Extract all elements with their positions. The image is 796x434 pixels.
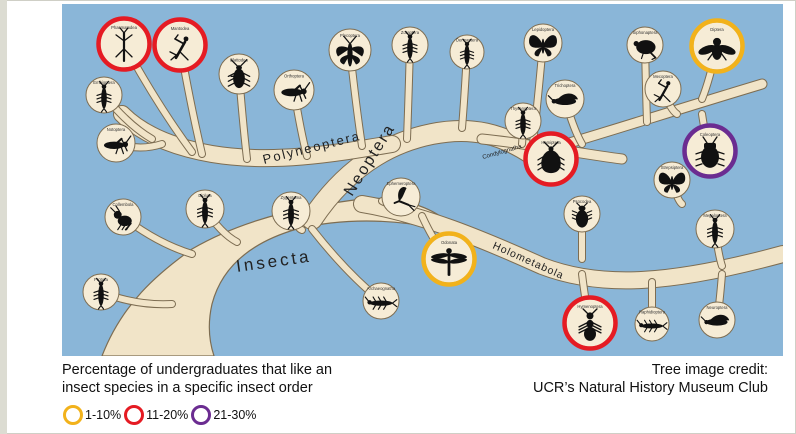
order-label: Siphonaptera	[633, 30, 659, 35]
legend-ring-icon	[124, 405, 144, 425]
order-node-protura: Protura	[83, 274, 119, 310]
order-label: Odonata	[441, 240, 458, 245]
order-node-phasmatodea: Phasmatodea	[99, 19, 150, 70]
legend-item-1-10: 1-10%	[63, 405, 121, 425]
order-label: Diptera	[710, 27, 724, 32]
order-node-hemiptera: Hemiptera	[526, 134, 577, 185]
order-label: Phasmatodea	[111, 25, 138, 30]
order-label: Diplura	[198, 193, 212, 198]
order-node-embioptera: Embioptera	[86, 77, 122, 113]
order-node-hymenoptera: Hymenoptera	[565, 298, 616, 349]
left-edge-stripe	[0, 0, 7, 434]
order-node-neuroptera: Neuroptera	[699, 302, 735, 338]
legend-item-21-30: 21-30%	[191, 405, 256, 425]
order-node-diptera: Diptera	[692, 21, 743, 72]
order-node-diplura: Diplura	[186, 190, 224, 228]
order-node-lepidoptera: Lepidoptera	[524, 24, 562, 62]
order-node-strepsiptera: Strepsiptera	[654, 162, 690, 198]
order-label: Orthoptera	[284, 74, 305, 79]
order-node-notoptera: Notoptera	[97, 124, 135, 162]
legend-ring-icon	[191, 405, 211, 425]
order-label: Hymenoptera	[577, 304, 603, 309]
order-node-siphonaptera: Siphonaptera	[627, 27, 663, 63]
legend-label: 1-10%	[85, 408, 121, 422]
order-node-zoraptera: Zoraptera	[392, 27, 428, 63]
order-label: Neuroptera	[707, 305, 729, 310]
order-label: Zygentoma	[281, 195, 303, 200]
order-label: Notoptera	[107, 127, 126, 132]
order-label: Plecoptera	[340, 33, 361, 38]
order-node-plecoptera: Plecoptera	[329, 29, 371, 71]
order-label: Psocodea	[573, 199, 592, 204]
order-label: Ephemeroptera	[387, 181, 417, 186]
order-label: Dermaptera	[456, 37, 479, 42]
order-label: Mantodea	[171, 26, 190, 31]
caption-credit-line1: Tree image credit:	[468, 361, 768, 379]
order-node-orthoptera: Orthoptera	[274, 70, 314, 110]
order-label: Strepsiptera	[661, 165, 684, 170]
order-node-coleoptera: Coleoptera	[685, 126, 736, 177]
order-label: Mecoptera	[653, 74, 673, 79]
order-label: Megaloptera	[703, 213, 727, 218]
order-node-archaeognatha: Archaeognatha	[363, 283, 399, 319]
insect-tree-diagram: Insecta Neoptera Polyneoptera Holometabo…	[62, 4, 783, 356]
legend: 1-10% 11-20% 21-30%	[63, 403, 259, 427]
caption-survey: Percentage of undergraduates that like a…	[62, 361, 422, 397]
caption-credit: Tree image credit: UCR’s Natural History…	[468, 361, 768, 397]
caption-survey-line2: insect species in a specific insect orde…	[62, 379, 422, 397]
order-node-trichoptera: Trichoptera	[546, 80, 584, 118]
order-label: Zoraptera	[401, 30, 420, 35]
order-node-ephemeroptera: Ephemeroptera	[382, 178, 420, 216]
order-label: Embioptera	[93, 80, 115, 85]
order-label: Thysanoptera	[510, 106, 536, 111]
caption-survey-line1: Percentage of undergraduates that like a…	[62, 361, 422, 379]
order-node-zygentoma: Zygentoma	[272, 192, 310, 230]
order-node-mantodea: Mantodea	[155, 20, 206, 71]
legend-item-11-20: 11-20%	[124, 405, 188, 425]
order-node-thysanoptera: Thysanoptera	[505, 103, 541, 139]
order-node-raphidioptera: Raphidioptera	[635, 307, 669, 341]
legend-label: 11-20%	[146, 408, 188, 422]
order-label: Trichoptera	[554, 83, 576, 88]
legend-ring-icon	[63, 405, 83, 425]
order-label: Archaeognatha	[367, 286, 396, 291]
order-label: Raphidioptera	[639, 309, 666, 314]
caption-credit-line2: UCR’s Natural History Museum Club	[468, 379, 768, 397]
order-label: Protura	[94, 277, 108, 282]
legend-label: 21-30%	[213, 408, 256, 422]
order-node-megaloptera: Megaloptera	[696, 210, 734, 248]
order-node-blattodea: Blattodea	[219, 54, 259, 94]
order-node-odonata: Odonata	[424, 234, 475, 285]
order-node-dermaptera: Dermaptera	[450, 35, 484, 69]
order-node-mecoptera: Mecoptera	[645, 71, 681, 107]
order-node-psocodea: Psocodea	[564, 196, 600, 232]
order-label: Lepidoptera	[532, 27, 555, 32]
order-node-collembola: Collembola	[105, 199, 141, 235]
